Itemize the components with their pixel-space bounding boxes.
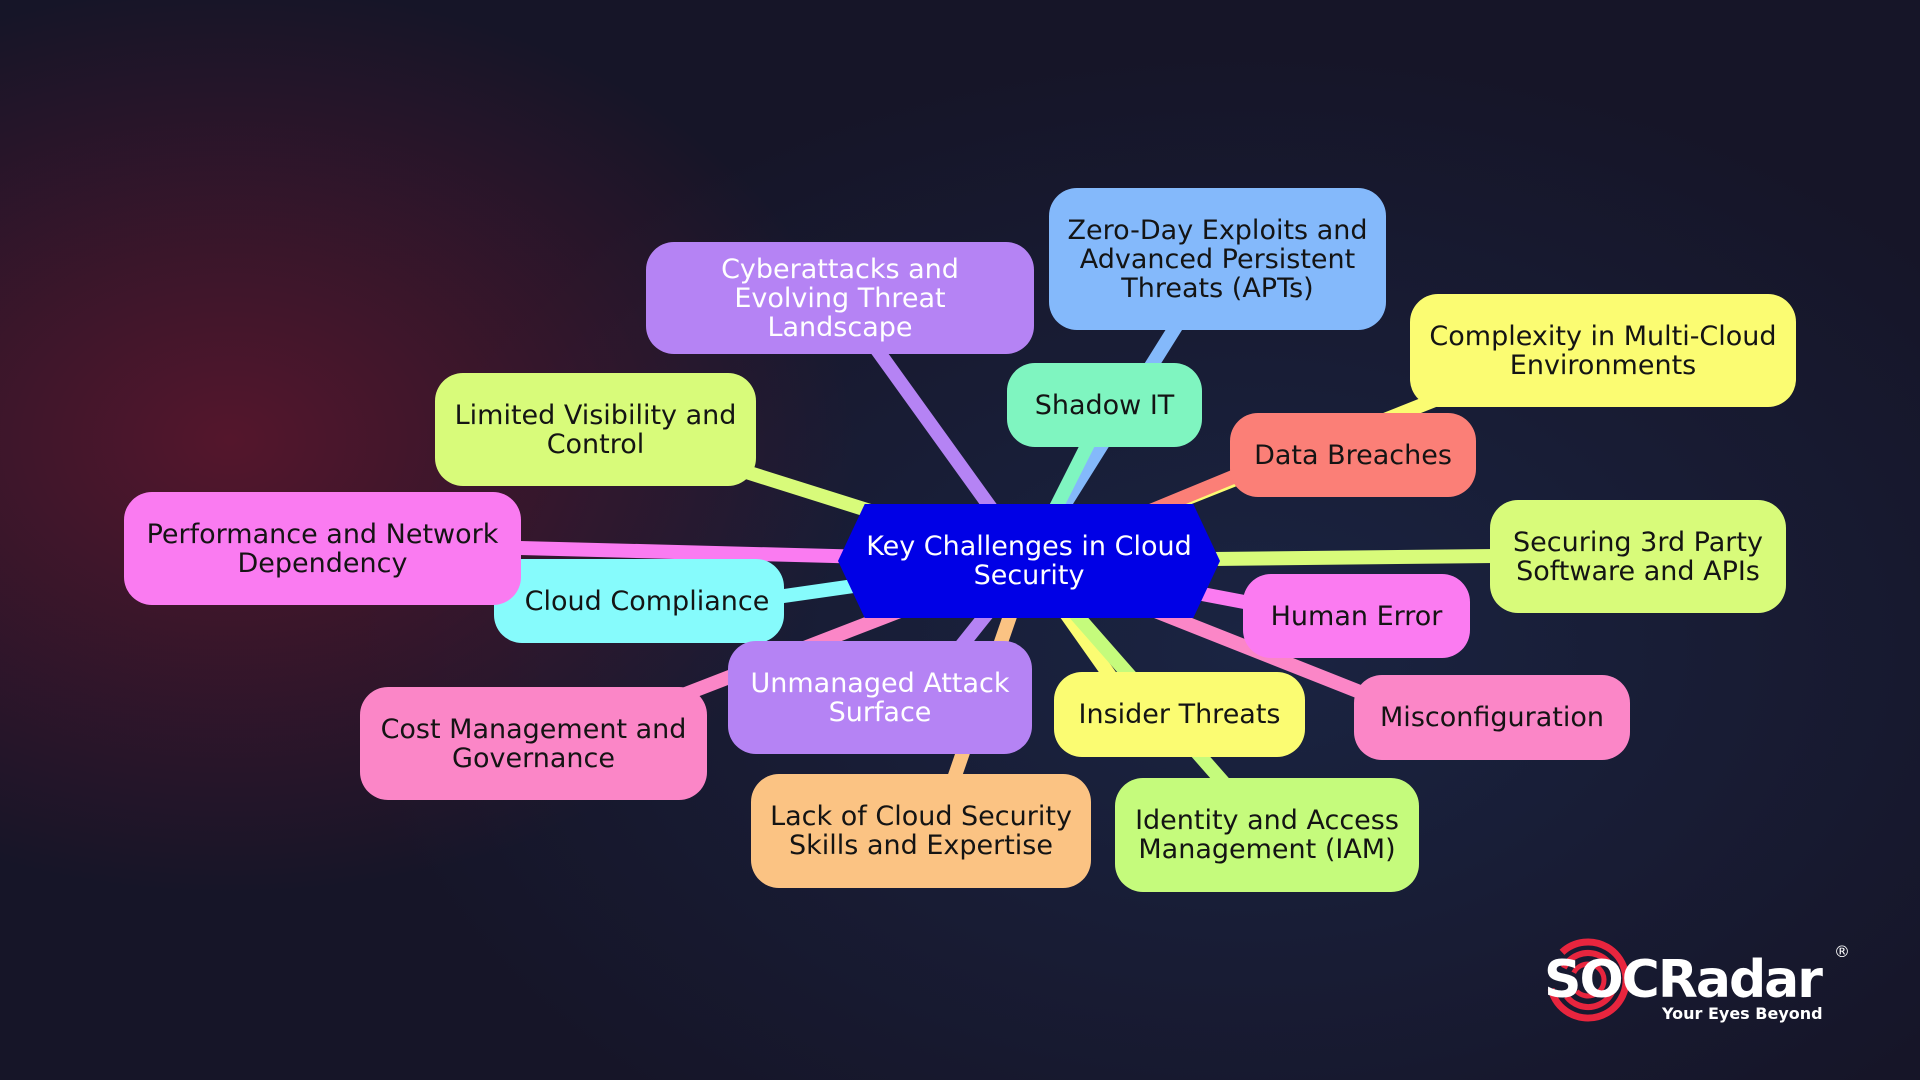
node-human-error[interactable]: Human Error <box>1243 574 1470 658</box>
central-topic[interactable]: Key Challenges in Cloud Security <box>838 504 1220 618</box>
node-data-breaches[interactable]: Data Breaches <box>1230 413 1476 497</box>
radar-rings-icon <box>1546 938 1630 1022</box>
node-securing-third-party-software-apis[interactable]: Securing 3rd Party Software and APIs <box>1490 500 1786 613</box>
node-limited-visibility-control[interactable]: Limited Visibility and Control <box>435 373 756 486</box>
node-misconfiguration[interactable]: Misconfiguration <box>1354 675 1630 760</box>
node-identity-access-management[interactable]: Identity and Access Management (IAM) <box>1115 778 1419 892</box>
node-unmanaged-attack-surface[interactable]: Unmanaged Attack Surface <box>728 641 1032 754</box>
node-cloud-compliance[interactable]: Cloud Compliance <box>494 559 784 643</box>
registered-mark: ® <box>1834 942 1850 961</box>
socradar-logo: SOCRadar ® Your Eyes Beyond <box>1544 932 1850 1023</box>
node-shadow-it[interactable]: Shadow IT <box>1007 363 1202 447</box>
node-performance-network-dependency[interactable]: Performance and Network Dependency <box>124 492 521 605</box>
node-zero-day-exploits-apts[interactable]: Zero-Day Exploits and Advanced Persisten… <box>1049 188 1386 330</box>
node-cost-management-governance[interactable]: Cost Management and Governance <box>360 687 707 800</box>
node-lack-of-cloud-security-skills[interactable]: Lack of Cloud Security Skills and Expert… <box>751 774 1091 888</box>
node-insider-threats[interactable]: Insider Threats <box>1054 672 1305 757</box>
brand-tagline: Your Eyes Beyond <box>1662 1004 1823 1023</box>
brand-name: SOCRadar <box>1544 950 1823 1010</box>
node-complexity-multi-cloud[interactable]: Complexity in Multi-Cloud Environments <box>1410 294 1796 407</box>
node-cyberattacks-evolving-threat-landscape[interactable]: Cyberattacks and Evolving Threat Landsca… <box>646 242 1034 354</box>
